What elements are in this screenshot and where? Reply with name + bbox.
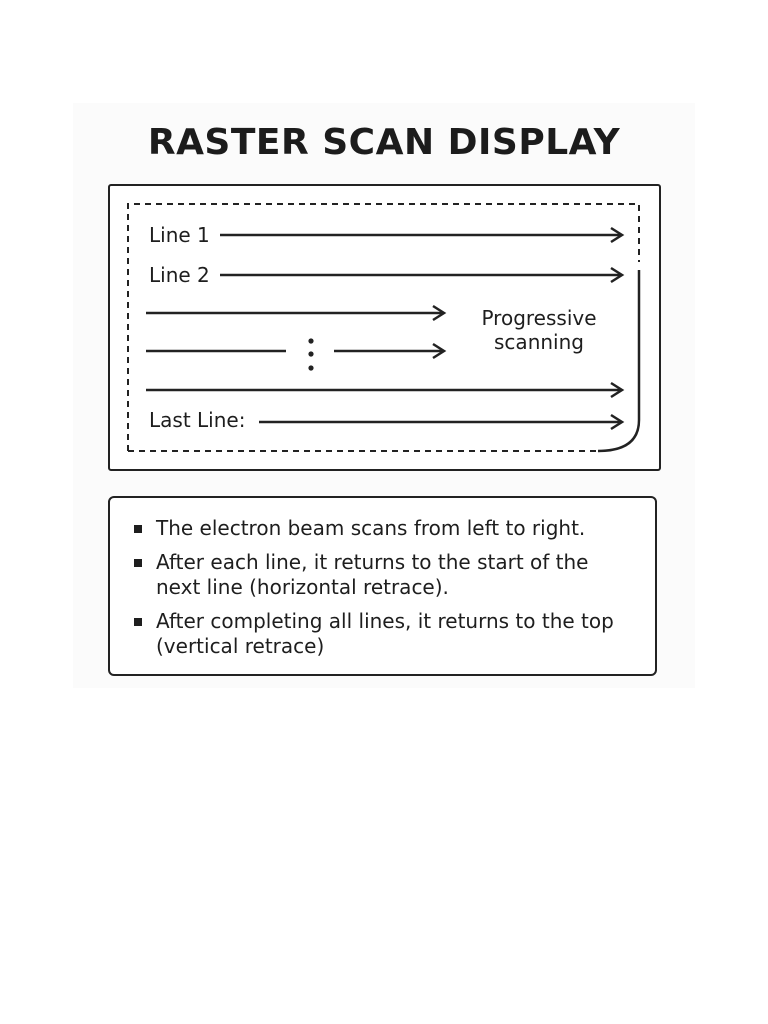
square-bullet-icon bbox=[134, 618, 142, 626]
list-item-text: After completing all lines, it returns t… bbox=[156, 609, 614, 658]
explanation-list: The electron beam scans from left to rig… bbox=[130, 516, 635, 659]
square-bullet-icon bbox=[134, 525, 142, 533]
vertical-retrace-path bbox=[597, 270, 641, 453]
list-item: After completing all lines, it returns t… bbox=[130, 609, 635, 659]
scan-line-4-arrow bbox=[146, 342, 447, 360]
last-line-label: Last Line: bbox=[149, 408, 245, 432]
progressive-scanning-label-line-1: Progressive bbox=[481, 306, 596, 330]
scan-line-5-arrow bbox=[146, 381, 625, 399]
progressive-scanning-label-line-2: scanning bbox=[494, 330, 584, 354]
scan-line-2-arrow bbox=[220, 266, 625, 284]
list-item-text: The electron beam scans from left to rig… bbox=[156, 516, 586, 540]
line-1-label: Line 1 bbox=[149, 223, 210, 247]
vertical-ellipsis-icon bbox=[308, 338, 314, 371]
list-item-text: After each line, it returns to the start… bbox=[156, 550, 589, 599]
list-item: The electron beam scans from left to rig… bbox=[130, 516, 635, 541]
square-bullet-icon bbox=[134, 559, 142, 567]
screen-frame bbox=[108, 184, 661, 471]
explanation-box: The electron beam scans from left to rig… bbox=[108, 496, 657, 676]
scan-area-dashed-border bbox=[127, 203, 640, 451]
scan-last-line-arrow bbox=[259, 413, 625, 431]
page-title: RASTER SCAN DISPLAY bbox=[147, 122, 621, 163]
scan-line-3-arrow bbox=[146, 304, 447, 322]
line-2-label: Line 2 bbox=[149, 263, 210, 287]
list-item: After each line, it returns to the start… bbox=[130, 550, 635, 600]
scan-line-1-arrow bbox=[220, 226, 625, 244]
